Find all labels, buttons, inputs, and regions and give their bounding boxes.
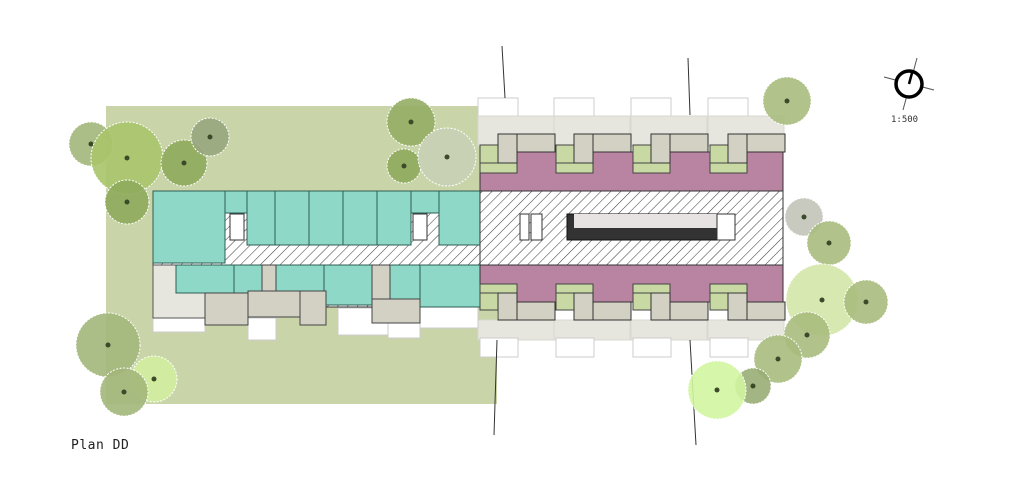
balcony xyxy=(709,162,748,174)
elevator-shaft xyxy=(530,213,543,241)
stair-core xyxy=(229,213,245,241)
terrace xyxy=(204,292,249,326)
tree-trunk-icon xyxy=(863,299,869,305)
residential-unit xyxy=(246,190,276,246)
residential-unit xyxy=(175,264,235,294)
paving-slab xyxy=(632,337,672,358)
balcony xyxy=(555,144,575,164)
tree-trunk-icon xyxy=(775,356,781,362)
balcony xyxy=(555,283,594,294)
stair-core xyxy=(519,213,530,241)
drawing-title: Plan DD xyxy=(71,438,130,453)
terrace xyxy=(746,133,786,153)
terrace xyxy=(669,301,709,321)
residential-unit xyxy=(308,190,344,246)
residential-unit xyxy=(152,190,226,264)
terrace xyxy=(516,301,556,321)
tree-trunk-icon xyxy=(124,155,130,161)
section-line xyxy=(493,339,498,436)
tree-trunk-icon xyxy=(750,383,756,389)
terrace xyxy=(299,290,327,326)
scale-label: 1:500 xyxy=(891,115,919,125)
residential-unit xyxy=(389,264,421,300)
north-arrow-icon xyxy=(883,57,935,111)
terrace xyxy=(497,133,518,164)
tree-trunk-icon xyxy=(401,163,407,169)
residential-unit xyxy=(419,264,481,308)
paving-slab xyxy=(477,97,519,117)
paving-slab xyxy=(709,337,749,358)
paving-terrace xyxy=(477,319,555,341)
tree-trunk-icon xyxy=(151,376,157,382)
residential-unit xyxy=(376,190,412,246)
tree-trunk-icon xyxy=(804,332,810,338)
paving-slab xyxy=(707,97,749,117)
tree-trunk-icon xyxy=(121,389,127,395)
tree-trunk-icon xyxy=(88,141,94,147)
balcony xyxy=(709,283,748,294)
building-footprint xyxy=(152,133,786,326)
paving-terrace xyxy=(630,319,708,341)
terrace xyxy=(746,301,786,321)
residential-unit xyxy=(438,190,481,246)
tree-trunk-icon xyxy=(207,134,213,140)
terrace xyxy=(573,133,594,164)
terrace xyxy=(497,292,518,321)
tree-trunk-icon xyxy=(826,240,832,246)
tree-trunk-icon xyxy=(408,119,414,125)
balcony xyxy=(555,162,594,174)
tree-trunk-icon xyxy=(784,98,790,104)
section-line xyxy=(501,45,506,99)
core-atrium xyxy=(574,214,717,228)
balcony xyxy=(632,162,671,174)
residential-unit xyxy=(224,190,248,214)
stair-core xyxy=(412,213,428,241)
terrace xyxy=(727,292,748,321)
balcony xyxy=(479,162,518,174)
tree-trunk-icon xyxy=(444,154,450,160)
terrace xyxy=(573,292,594,321)
paving-slab xyxy=(419,305,479,329)
paving-slab xyxy=(555,337,595,358)
terrace xyxy=(650,133,671,164)
residential-unit xyxy=(410,190,440,214)
balcony xyxy=(479,144,499,164)
trees-layer xyxy=(68,76,889,420)
section-line xyxy=(687,57,691,116)
terrace xyxy=(371,298,421,324)
paving-slab xyxy=(630,97,672,117)
terrace xyxy=(650,292,671,321)
paving-slab xyxy=(553,97,595,117)
terrace xyxy=(592,133,632,153)
tree-trunk-icon xyxy=(714,387,720,393)
tree-trunk-icon xyxy=(124,199,130,205)
balcony xyxy=(709,292,729,311)
balcony xyxy=(555,292,575,311)
residential-unit xyxy=(275,264,325,292)
terrace xyxy=(727,133,748,164)
paving-slab xyxy=(479,337,519,358)
balcony xyxy=(632,283,671,294)
stair-core xyxy=(716,213,736,241)
tree-trunk-icon xyxy=(105,342,111,348)
residential-unit xyxy=(323,264,373,306)
terrace xyxy=(516,133,556,153)
balcony xyxy=(479,292,499,311)
balcony xyxy=(632,292,652,311)
terrace xyxy=(247,290,301,318)
residential-unit xyxy=(342,190,378,246)
terrace xyxy=(592,301,632,321)
paving-layer xyxy=(152,97,785,358)
tree-trunk-icon xyxy=(819,297,825,303)
tree-trunk-icon xyxy=(181,160,187,166)
paving-slab xyxy=(247,317,277,341)
balcony xyxy=(709,144,729,164)
tree-trunk-icon xyxy=(801,214,807,220)
residential-unit xyxy=(274,190,310,246)
balcony xyxy=(632,144,652,164)
balcony xyxy=(479,283,518,294)
paving-terrace xyxy=(553,319,631,341)
terrace xyxy=(669,133,709,153)
paving-slab xyxy=(152,317,206,333)
